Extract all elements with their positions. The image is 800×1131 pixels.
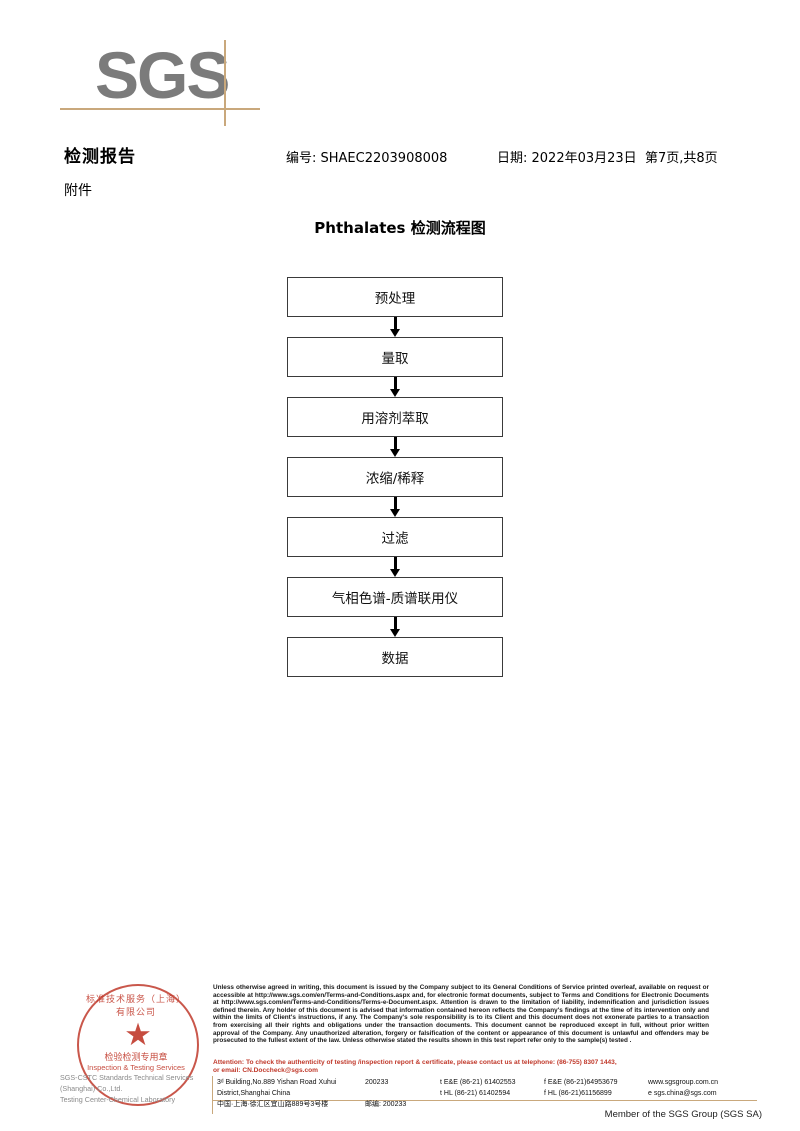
arrow-head-icon (389, 449, 400, 457)
postal-code-cn: 邮编: 200233 (365, 1101, 407, 1108)
report-date: 日期: 2022年03月23日 (497, 151, 637, 166)
flow-arrow-1 (287, 317, 503, 337)
stamp-english-text: Inspection & Testing Services (87, 1063, 185, 1072)
contact-fax-ee: f E&E (86-21)64953679 (544, 1079, 618, 1086)
address-row-en: 3ᵈ Building,No.889 Yishan Road Xuhui Dis… (217, 1077, 417, 1099)
legal-terms-text: Unless otherwise agreed in writing, this… (213, 984, 709, 1045)
contact-website[interactable]: www.sgsgroup.com.cn (648, 1079, 719, 1086)
flow-step-4: 浓缩/稀释 (287, 457, 503, 497)
attention-line-1: Attention: To check the authenticity of … (213, 1059, 617, 1066)
contact-tel-hl: t HL (86-21) 61402594 (440, 1090, 511, 1097)
contact-tel-ee: t E&E (86-21) 61402553 (440, 1079, 516, 1086)
contact-fax-hl: f HL (86-21)61156899 (544, 1090, 612, 1097)
sgs-group-member-line: Member of the SGS Group (SGS SA) (604, 1109, 762, 1120)
address-en: 3ᵈ Building,No.889 Yishan Road Xuhui Dis… (217, 1079, 337, 1097)
address-block: 3ᵈ Building,No.889 Yishan Road Xuhui Dis… (217, 1077, 417, 1110)
company-name-block: SGS-CSTC Standards Technical Services (S… (60, 1072, 220, 1105)
arrow-shaft (393, 497, 397, 511)
legal-paragraph: Unless otherwise agreed in writing, this… (213, 984, 709, 1045)
address-cn: 中国·上海·徐汇区宜山路889号3号楼 (217, 1101, 329, 1108)
arrow-head-icon (389, 329, 400, 337)
report-number: 编号: SHAEC2203908008 (286, 151, 448, 166)
address-row-cn: 中国·上海·徐汇区宜山路889号3号楼 邮编: 200233 (217, 1099, 417, 1110)
flow-arrow-6 (287, 617, 503, 637)
flow-step-3: 用溶剂萃取 (287, 397, 503, 437)
arrow-head-icon (389, 569, 400, 577)
sgs-logo-text: SGS (95, 38, 230, 112)
page-indicator: 第7页,共8页 (645, 151, 718, 166)
flowchart: 预处理 量取 用溶剂萃取 浓缩/稀释 过滤 (287, 277, 503, 677)
arrow-shaft (393, 557, 397, 571)
flow-box-label: 浓缩/稀释 (287, 457, 503, 497)
flow-box-label: 数据 (287, 637, 503, 677)
flow-step-7: 数据 (287, 637, 503, 677)
flow-step-2: 量取 (287, 337, 503, 377)
company-name-line2: Testing Center-Chemical Laboratory (60, 1095, 176, 1104)
star-icon: ★ (124, 1017, 152, 1052)
arrow-head-icon (389, 629, 400, 637)
page-title: 检测报告 (64, 147, 136, 167)
logo-vertical-rule (224, 40, 226, 126)
sgs-logo: SGS (60, 38, 260, 126)
attention-notice: Attention: To check the authenticity of … (213, 1059, 709, 1076)
arrow-head-icon (389, 389, 400, 397)
footer-divider-horizontal (212, 1100, 757, 1102)
flowchart-title: Phthalates 检测流程图 (314, 219, 486, 237)
stamp-chinese-text: 检验检测专用章 (104, 1053, 168, 1063)
attachment-label: 附件 (64, 183, 92, 199)
flow-arrow-3 (287, 437, 503, 457)
flow-step-6: 气相色谱-质谱联用仪 (287, 577, 503, 617)
postal-code-en: 200233 (365, 1079, 389, 1086)
company-name-line1: SGS-CSTC Standards Technical Services (S… (60, 1073, 194, 1093)
flow-step-5: 过滤 (287, 517, 503, 557)
contact-email[interactable]: e sgs.china@sgs.com (648, 1090, 717, 1097)
contact-row: t HL (86-21) 61402594 f HL (86-21)611568… (440, 1088, 760, 1099)
arrow-head-icon (389, 509, 400, 517)
official-seal-stamp: 标准技术服务（上海）有限公司 ★ 检验检测专用章 Inspection & Te… (77, 984, 199, 1106)
flow-box-label: 气相色谱-质谱联用仪 (287, 577, 503, 617)
stamp-circle-outline (77, 984, 199, 1106)
arrow-shaft (393, 617, 397, 631)
arrow-shaft (393, 437, 397, 451)
flow-arrow-5 (287, 557, 503, 577)
page-footer: 标准技术服务（上海）有限公司 ★ 检验检测专用章 Inspection & Te… (0, 980, 800, 1131)
flow-arrow-4 (287, 497, 503, 517)
arrow-shaft (393, 317, 397, 331)
attention-line-2: or email: CN.Doccheck@sgs.com (213, 1067, 319, 1075)
flow-box-label: 量取 (287, 337, 503, 377)
stamp-arc-text: 标准技术服务（上海）有限公司 (85, 995, 186, 1018)
arrow-shaft (393, 377, 397, 391)
flow-box-label: 用溶剂萃取 (287, 397, 503, 437)
flow-step-1: 预处理 (287, 277, 503, 317)
flow-arrow-2 (287, 377, 503, 397)
logo-horizontal-rule (60, 108, 260, 110)
contact-row: t E&E (86-21) 61402553 f E&E (86-21)6495… (440, 1077, 760, 1088)
contact-block: t E&E (86-21) 61402553 f E&E (86-21)6495… (440, 1077, 760, 1099)
flow-box-label: 预处理 (287, 277, 503, 317)
flow-box-label: 过滤 (287, 517, 503, 557)
footer-divider-vertical (212, 1076, 214, 1114)
